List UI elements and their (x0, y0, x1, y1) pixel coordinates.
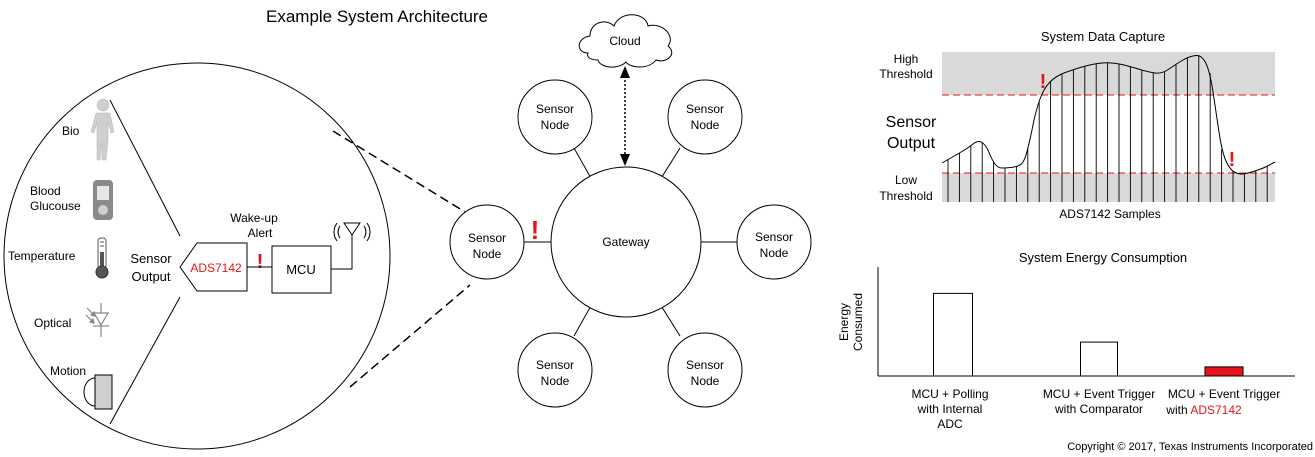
node-alert-mark: ! (531, 215, 540, 245)
mcu-label: MCU (286, 262, 316, 277)
energy-bar-3 (1204, 366, 1244, 377)
sensor-type-blood: Blood (30, 184, 61, 198)
svg-text:Sensor: Sensor (755, 230, 793, 244)
gateway-label: Gateway (602, 235, 649, 249)
motion-sensor-icon (83, 374, 113, 410)
capture-title: System Data Capture (1041, 29, 1165, 44)
cone-line-top (109, 99, 181, 237)
sensor-type-temperature: Temperature (8, 249, 76, 263)
zoom-line-bottom (349, 284, 471, 388)
energy-y-label-1: Energy (837, 303, 851, 341)
svg-text:Node: Node (691, 118, 720, 132)
sensor-node-bottom-right: Sensor Node (667, 332, 743, 408)
gateway-node (550, 166, 702, 318)
svg-text:Node: Node (541, 374, 570, 388)
wakeup-label-2: Alert (248, 226, 273, 240)
network-links (524, 147, 738, 337)
adc-label: ADS7142 (190, 261, 242, 275)
energy-chart-title: System Energy Consumption (1019, 250, 1187, 265)
svg-text:Node: Node (760, 246, 789, 260)
cloud-label: Cloud (609, 34, 640, 48)
sensor-type-optical: Optical (34, 316, 71, 330)
energy-bar-2 (1080, 341, 1118, 377)
sample-lines (947, 55, 1268, 202)
low-alert-mark: ! (1229, 149, 1236, 171)
copyright-notice: Copyright © 2017, Texas Instruments Inco… (1067, 441, 1313, 453)
sensor-node-top-left: Sensor Node (517, 79, 593, 155)
svg-text:Node: Node (541, 118, 570, 132)
svg-text:Sensor: Sensor (536, 102, 574, 116)
cone-line-bottom (109, 296, 181, 425)
high-alert-mark: ! (1040, 71, 1047, 93)
magnifier-circle (3, 62, 391, 450)
svg-text:Sensor: Sensor (468, 231, 506, 245)
low-threshold-label-1: Low (895, 173, 917, 187)
sensor-type-motion: Motion (50, 364, 86, 378)
glucose-meter-icon (93, 180, 113, 220)
sensor-node-left: Sensor Node (449, 204, 525, 280)
sensor-node-right: Sensor Node (736, 204, 812, 280)
low-threshold-band (942, 173, 1275, 202)
thermometer-icon (95, 237, 109, 279)
wakeup-label-1: Wake-up (230, 211, 278, 225)
high-threshold-label-1: High (894, 52, 919, 66)
svg-text:Node: Node (691, 374, 720, 388)
cloud-shape (578, 14, 673, 68)
svg-text:Sensor: Sensor (686, 102, 724, 116)
sensor-type-bio: Bio (62, 124, 80, 138)
photodiode-icon (85, 303, 110, 337)
cloud-arrowhead (620, 66, 630, 78)
y-axis-label-2: Output (887, 135, 936, 152)
sensor-type-glucose: Glucouse (30, 199, 81, 213)
high-threshold-label-2: Threshold (879, 67, 932, 81)
human-body-icon (90, 98, 115, 161)
energy-bar-1 (933, 292, 973, 377)
energy-y-label-2: Consumed (851, 293, 865, 351)
high-threshold-band (942, 52, 1275, 95)
svg-text:Node: Node (473, 247, 502, 261)
svg-text:Sensor: Sensor (536, 358, 574, 372)
wakeup-alert-mark: ! (257, 251, 264, 273)
zoom-line-top (332, 130, 471, 216)
sensor-output-label-1: Sensor (130, 251, 172, 266)
y-axis-label-1: Sensor (886, 114, 937, 131)
svg-text:Sensor: Sensor (686, 358, 724, 372)
energy-bars (933, 292, 1244, 377)
low-threshold-label-2: Threshold (879, 189, 932, 203)
antenna-icon (331, 222, 371, 270)
sensor-node-bottom-left: Sensor Node (517, 332, 593, 408)
sensor-curve (941, 54, 1276, 175)
sensor-node-top-right: Sensor Node (667, 79, 743, 155)
gateway-arrowhead (620, 154, 630, 166)
sensor-output-label-2: Output (131, 269, 170, 284)
x-axis-label: ADS7142 Samples (1059, 207, 1160, 221)
architecture-title: Example System Architecture (266, 7, 488, 26)
